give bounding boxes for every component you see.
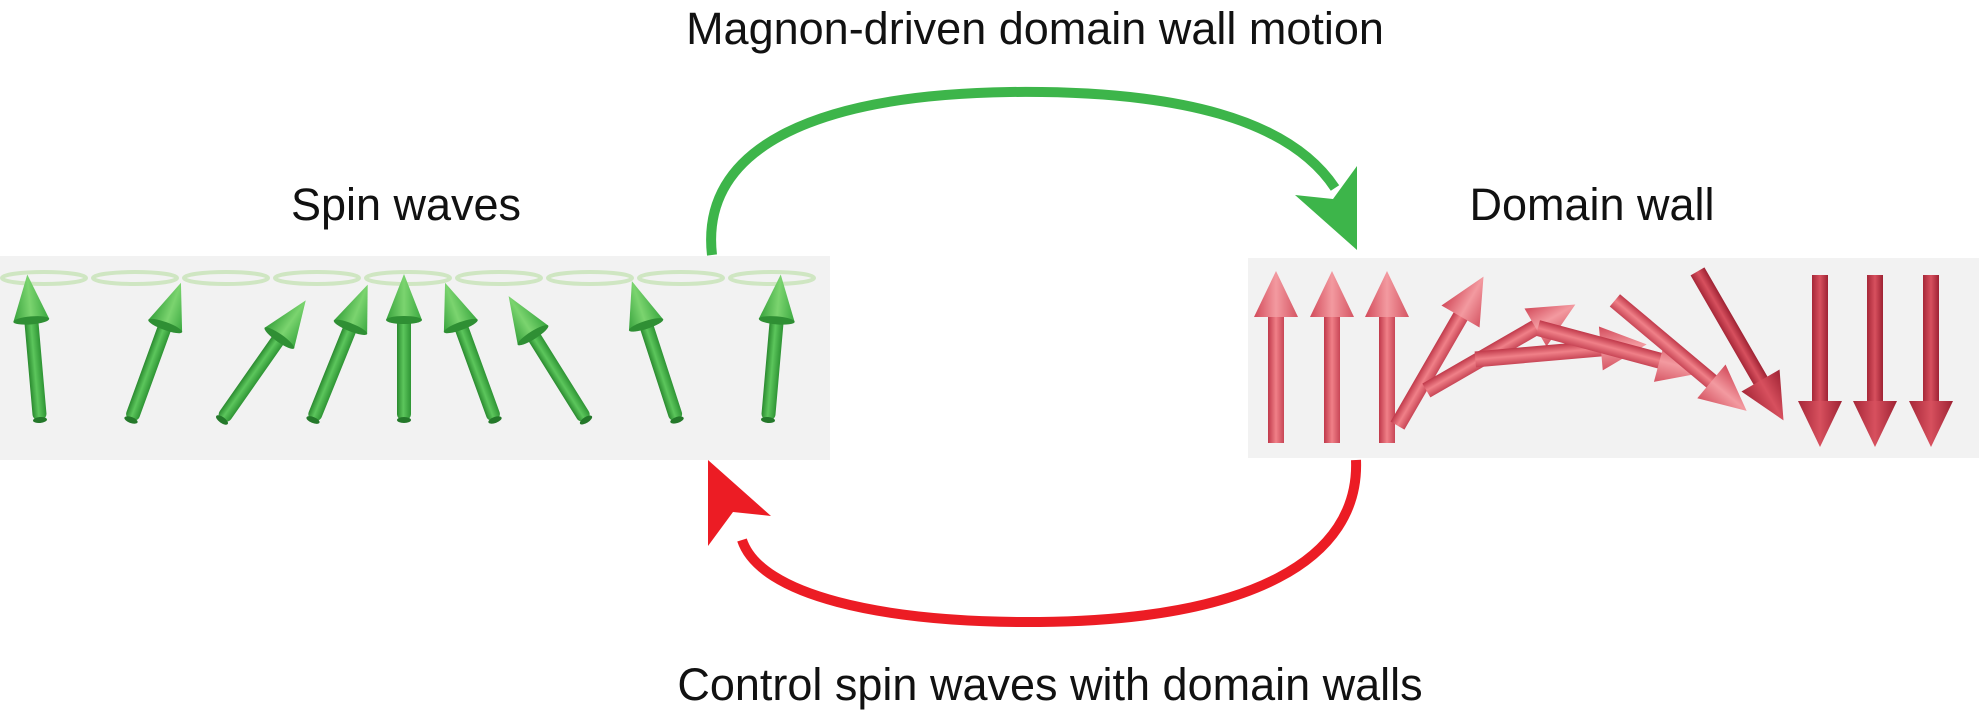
spin-wave-spin	[443, 270, 543, 424]
spin-wave-spin	[508, 270, 634, 425]
precession-ring	[91, 270, 179, 286]
precession-ring	[455, 270, 543, 286]
domain-wall-spin	[1853, 275, 1897, 447]
control-spin-waves-arrow	[737, 459, 1362, 628]
spin-wave-spin	[0, 270, 88, 424]
spin-wave-spin	[91, 270, 183, 424]
spin-arrow	[124, 282, 183, 424]
domain-wall-spin	[1365, 271, 1409, 443]
domain-wall-spin	[1609, 294, 1747, 411]
domain-wall-spin	[1690, 267, 1784, 421]
magnon-driven-arrow	[706, 86, 1340, 256]
spin-arrow	[758, 274, 795, 424]
domain-wall-spin	[1909, 275, 1953, 447]
spin-arrow	[216, 300, 306, 425]
precession-ring	[364, 270, 452, 286]
spin-wave-spin	[273, 270, 368, 424]
top-caption: Magnon-driven domain wall motion	[686, 3, 1384, 54]
precession-ring	[637, 270, 725, 286]
precession-ring	[546, 270, 634, 286]
spin-arrow	[13, 274, 50, 424]
domain-wall-spin	[1310, 271, 1354, 443]
spin-waves-panel	[0, 256, 830, 460]
control-spin-waves-arrowhead	[708, 460, 771, 546]
spin-arrow	[508, 296, 593, 425]
domain-wall-spin	[1390, 276, 1484, 430]
domain-wall-spins	[1254, 267, 1953, 447]
precession-ring	[273, 270, 361, 286]
precession-ring	[182, 270, 270, 286]
spin-wave-spin	[728, 270, 816, 424]
spin-wave-spin	[628, 270, 725, 424]
domain-wall-label: Domain wall	[1469, 179, 1715, 230]
spin-wave-spins	[0, 270, 816, 425]
domain-wall-spin	[1798, 275, 1842, 447]
spin-waves-label: Spin waves	[290, 179, 522, 230]
bottom-caption: Control spin waves with domain walls	[677, 659, 1423, 710]
spin-arrow	[443, 282, 502, 424]
spin-arrow	[628, 281, 684, 424]
spin-arrow	[306, 284, 368, 424]
spin-arrow	[386, 274, 422, 423]
spin-wave-spin	[182, 270, 306, 425]
precession-ring	[0, 270, 88, 286]
magnon-driven-arrowhead	[1295, 166, 1357, 250]
spin-wave-spin	[364, 270, 452, 423]
domain-wall-spin	[1254, 271, 1298, 443]
precession-ring	[728, 270, 816, 286]
